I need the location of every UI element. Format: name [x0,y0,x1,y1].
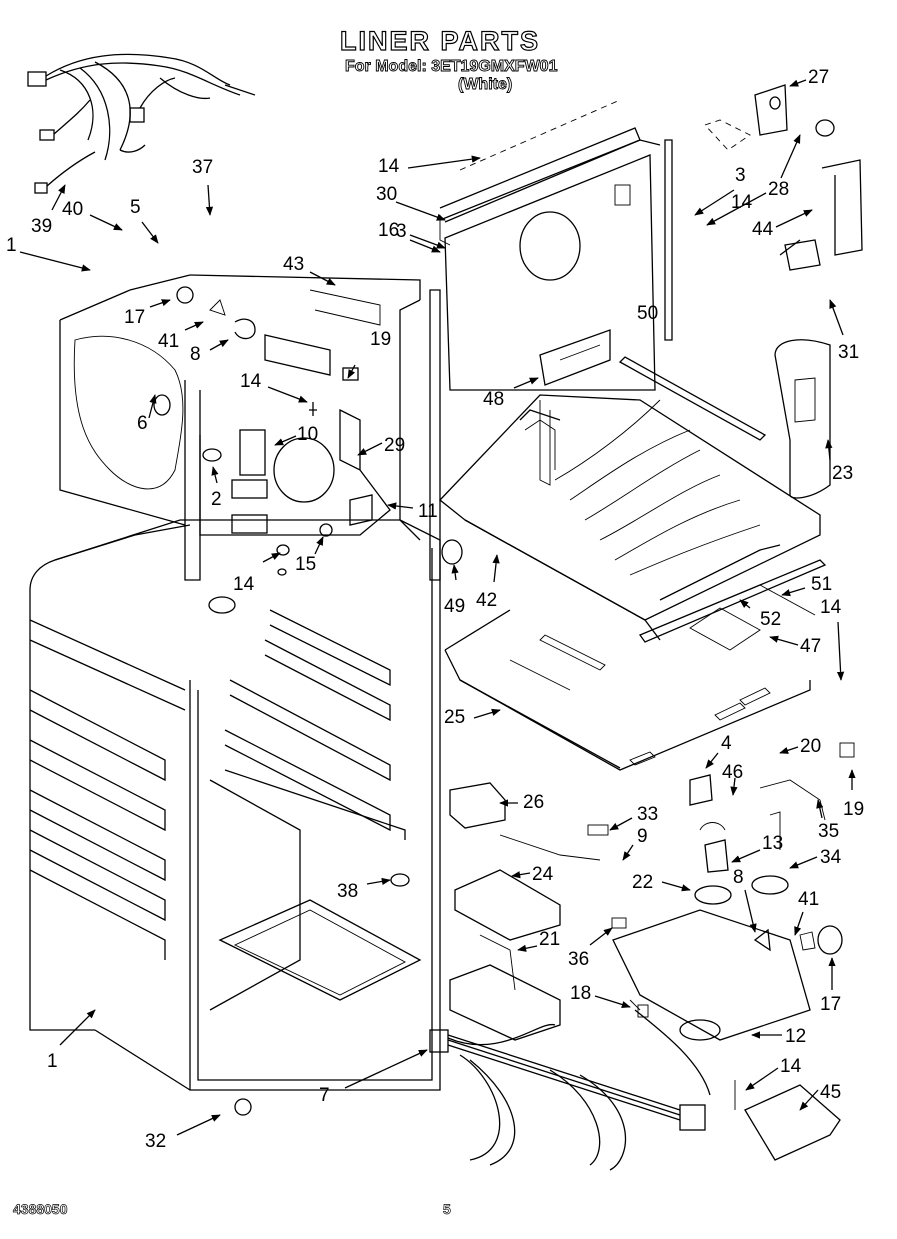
leader-lines [19,79,856,1136]
callout-23: 23 [832,463,854,484]
callout-28: 28 [768,179,790,200]
right-side-parts [704,84,863,499]
rear-panel [439,99,673,391]
callout-14: 14 [731,192,753,213]
callout-22: 22 [632,872,654,893]
callout-19: 19 [370,329,392,350]
callout-5: 5 [130,197,141,218]
callout-48: 48 [483,389,505,410]
callout-9: 9 [637,826,648,847]
callout-40: 40 [62,199,84,220]
callout-47: 47 [800,636,822,657]
callout-30: 30 [376,184,398,205]
callout-14: 14 [240,371,262,392]
callout-41: 41 [158,331,180,352]
callout-41: 41 [798,889,820,910]
fan-motor-assembly [199,408,391,556]
light-assembly-upper [176,286,381,416]
callout-19: 19 [843,799,865,820]
callout-7: 7 [319,1085,330,1106]
callout-42: 42 [476,590,498,611]
callout-44: 44 [752,219,774,240]
callout-20: 20 [800,736,822,757]
callout-3: 3 [396,221,407,242]
callout-39: 39 [31,216,53,237]
callout-50: 50 [637,303,659,324]
callout-2: 2 [211,489,222,510]
model-color: (White) [458,76,513,94]
crisper-rail [618,356,767,441]
callout-1: 1 [6,235,17,256]
filter-and-rails [638,559,827,651]
callout-3: 3 [735,165,746,186]
callout-17: 17 [124,307,146,328]
callout-16: 16 [378,220,400,241]
callout-6: 6 [137,413,148,434]
callout-1: 1 [47,1051,58,1072]
crisper-slide [539,329,611,386]
control-housing-lower [612,742,855,1041]
page-number: 5 [443,1201,451,1218]
diagram-title: LINER PARTS [339,25,541,56]
callout-29: 29 [384,435,406,456]
callout-27: 27 [808,67,830,88]
callout-15: 15 [295,554,317,575]
shelf-support [444,609,811,771]
callout-46: 46 [722,762,744,783]
callout-37: 37 [192,157,214,178]
callout-21: 21 [539,929,561,950]
callout-12: 12 [785,1026,807,1047]
callout-11: 11 [418,501,438,522]
callout-4: 4 [721,733,732,754]
wire-harness-upper [27,53,256,194]
drawer-pan [439,394,821,641]
callout-10: 10 [297,424,319,445]
callout-18: 18 [570,983,592,1004]
document-number: 4388050 [13,1201,68,1218]
callout-35: 35 [818,821,840,842]
wire-harness-lower [234,1009,841,1171]
callout-45: 45 [820,1082,842,1103]
callout-14: 14 [378,156,400,177]
callout-49: 49 [444,596,466,617]
callout-24: 24 [532,864,554,885]
callout-14: 14 [233,574,255,595]
callout-32: 32 [145,1131,167,1152]
callout-14: 14 [780,1056,802,1077]
callout-51: 51 [811,574,833,595]
callout-31: 31 [838,342,860,363]
freezer-liner [59,274,441,581]
mid-bottom-parts [390,539,649,1041]
callout-33: 33 [637,804,659,825]
callout-8: 8 [190,344,201,365]
callout-43: 43 [283,254,305,275]
cabinet-liner [29,519,441,1091]
callout-52: 52 [760,609,782,630]
callout-13: 13 [762,833,784,854]
callout-36: 36 [568,949,590,970]
model-number: For Model: 3ET19GMXFW01 [345,58,558,76]
callout-14: 14 [820,597,842,618]
callout-38: 38 [337,881,359,902]
callout-17: 17 [820,994,842,1015]
callout-8: 8 [733,867,744,888]
callout-26: 26 [523,792,545,813]
callout-34: 34 [820,847,842,868]
callout-25: 25 [444,707,466,728]
